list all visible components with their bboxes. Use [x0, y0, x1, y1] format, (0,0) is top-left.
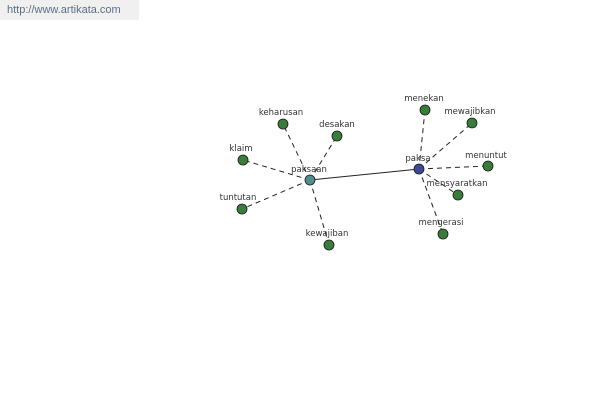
edge-paksa-mewajibkan	[418, 122, 473, 170]
node-circle-mengerasi[interactable]	[437, 228, 449, 240]
node-circle-paksa[interactable]	[413, 163, 425, 175]
node-menekan[interactable]: menekan	[404, 94, 444, 116]
node-menuntut[interactable]: menuntut	[465, 151, 508, 172]
edge-paksa-menuntut	[418, 165, 489, 170]
node-label-paksa: paksa	[405, 154, 430, 164]
node-klaim[interactable]: klaim	[229, 144, 253, 166]
edge-paksaan-paksa	[309, 168, 420, 181]
node-circle-klaim[interactable]	[237, 154, 249, 166]
edge-paksaan-klaim	[242, 159, 311, 181]
edge-paksa-menekan	[418, 109, 426, 170]
edge-paksa-mensyaratkan	[418, 168, 459, 196]
node-desakan[interactable]: desakan	[319, 120, 355, 142]
node-circle-paksaan[interactable]	[304, 174, 316, 186]
node-mewajibkan[interactable]: mewajibkan	[444, 107, 496, 129]
nodes-layer: paksaan paksa keharusan desakan klaim tuntuta…	[220, 94, 508, 251]
node-label-mensyaratkan: mensyaratkan	[427, 179, 488, 189]
edge-paksaan-kewajiban	[309, 179, 330, 246]
edges-layer	[241, 109, 489, 246]
node-circle-desakan[interactable]	[331, 130, 343, 142]
node-circle-keharusan[interactable]	[277, 118, 289, 130]
node-label-mewajibkan: mewajibkan	[444, 107, 495, 117]
node-label-tuntutan: tuntutan	[220, 193, 257, 203]
node-keharusan[interactable]: keharusan	[259, 108, 303, 130]
edge-paksaan-tuntutan	[241, 179, 311, 210]
url-banner[interactable]: http://www.artikata.com	[0, 0, 139, 20]
node-circle-mewajibkan[interactable]	[466, 117, 478, 129]
edge-paksaan-keharusan	[282, 123, 311, 181]
node-mensyaratkan[interactable]: mensyaratkan	[427, 179, 488, 201]
node-label-mengerasi: mengerasi	[418, 218, 463, 228]
node-label-menekan: menekan	[404, 94, 444, 104]
node-label-paksaan: paksaan	[291, 165, 327, 175]
node-mengerasi[interactable]: mengerasi	[418, 218, 464, 240]
node-paksaan[interactable]: paksaan	[291, 165, 327, 186]
node-circle-kewajiban[interactable]	[323, 239, 335, 251]
node-label-kewajiban: kewajiban	[306, 229, 349, 239]
node-tuntutan[interactable]: tuntutan	[220, 193, 257, 215]
node-label-desakan: desakan	[319, 120, 355, 130]
node-circle-mensyaratkan[interactable]	[452, 189, 464, 201]
node-paksa[interactable]: paksa	[405, 154, 431, 175]
node-label-menuntut: menuntut	[465, 151, 507, 161]
node-circle-menuntut[interactable]	[482, 160, 494, 172]
node-label-klaim: klaim	[229, 144, 252, 154]
node-circle-tuntutan[interactable]	[236, 203, 248, 215]
edge-paksa-mengerasi	[418, 168, 444, 235]
node-kewajiban[interactable]: kewajiban	[306, 229, 349, 251]
node-label-keharusan: keharusan	[259, 108, 303, 118]
node-circle-menekan[interactable]	[419, 104, 431, 116]
